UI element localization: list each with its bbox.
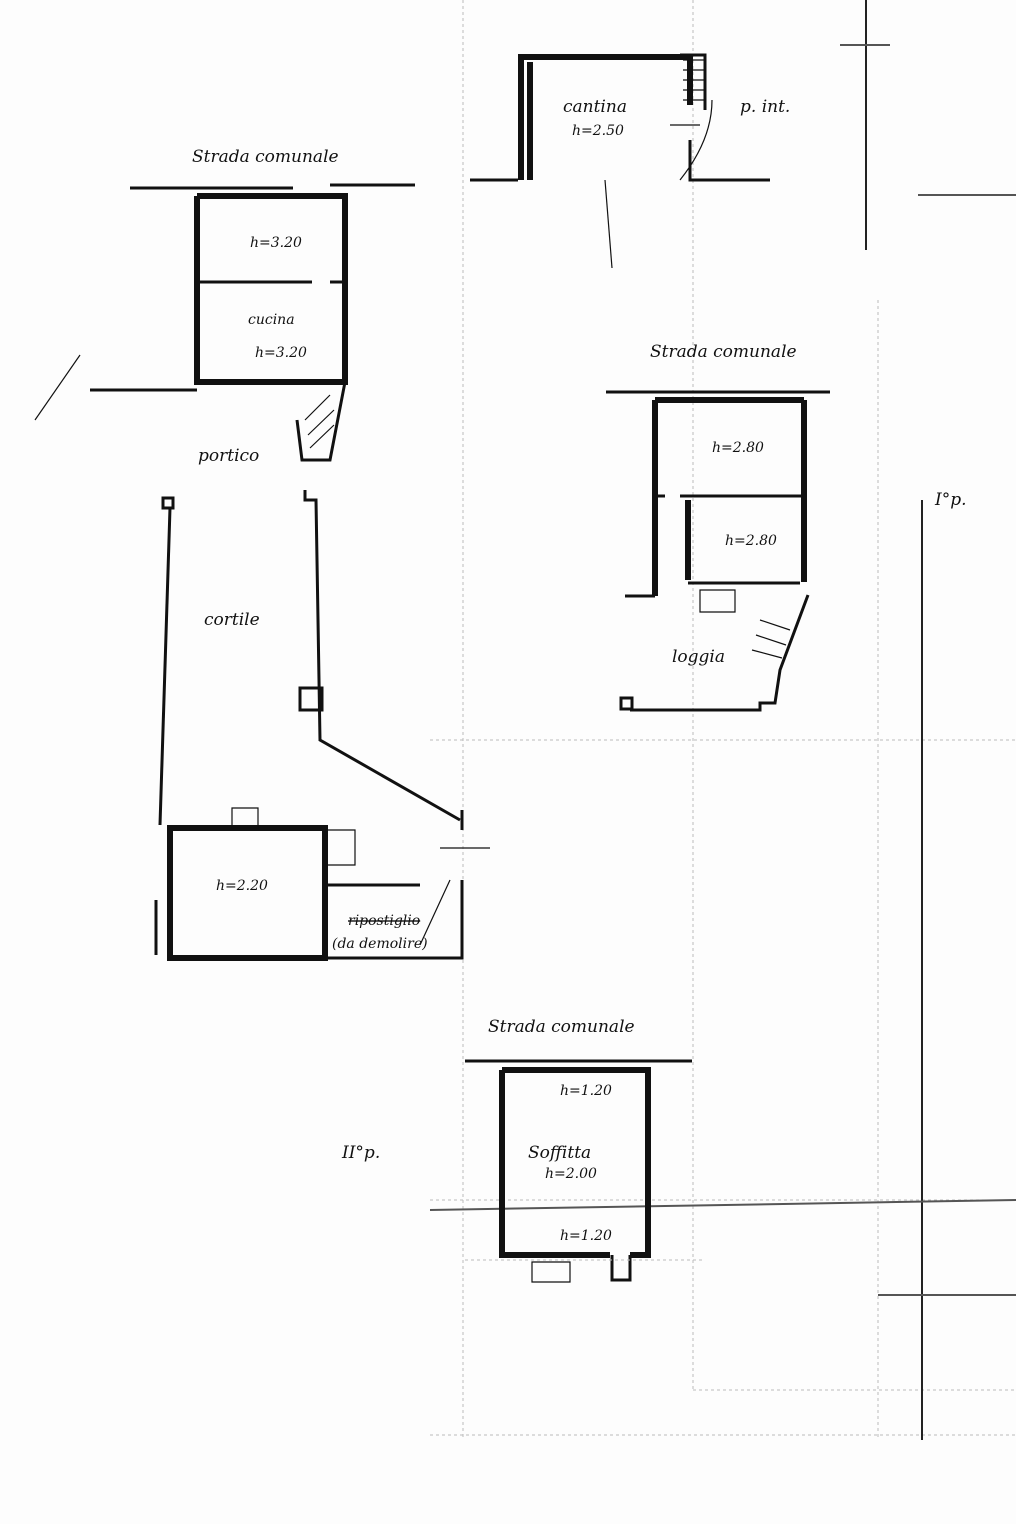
cellar-label: cantina	[563, 97, 627, 117]
background-grid	[429, 0, 1016, 1440]
storage-label-struck: ripostiglio	[348, 913, 420, 929]
attic-label: Soffitta	[528, 1143, 591, 1163]
first-floor-plan	[606, 390, 830, 712]
second-street-label: Strada comunale	[488, 1017, 635, 1037]
loggia-label: loggia	[672, 647, 725, 667]
kitchen-height: h=3.20	[255, 345, 307, 361]
attic-height-bottom: h=1.20	[560, 1228, 612, 1244]
first-floor-label: I°p.	[934, 490, 967, 510]
storage-note: (da demolire)	[332, 936, 428, 952]
basement-plan	[470, 53, 770, 269]
portico-label: portico	[198, 446, 259, 466]
basement-level-label: p. int.	[740, 97, 790, 117]
kitchen-label: cucina	[248, 312, 295, 328]
ground-floor-plan	[34, 183, 490, 961]
first-room1-height: h=2.80	[712, 440, 764, 456]
attic-height-mid: h=2.00	[545, 1166, 597, 1182]
second-floor-label: II°p.	[341, 1143, 380, 1163]
attic-height-top: h=1.20	[560, 1083, 612, 1099]
cellar-height: h=2.50	[572, 123, 624, 139]
ground-room-height: h=3.20	[250, 235, 302, 251]
ground-street-label: Strada comunale	[192, 147, 339, 167]
annex-height: h=2.20	[216, 878, 268, 894]
courtyard-label: cortile	[204, 610, 260, 630]
first-street-label: Strada comunale	[650, 342, 797, 362]
second-floor-plan	[465, 1059, 705, 1283]
first-room2-height: h=2.80	[725, 533, 777, 549]
